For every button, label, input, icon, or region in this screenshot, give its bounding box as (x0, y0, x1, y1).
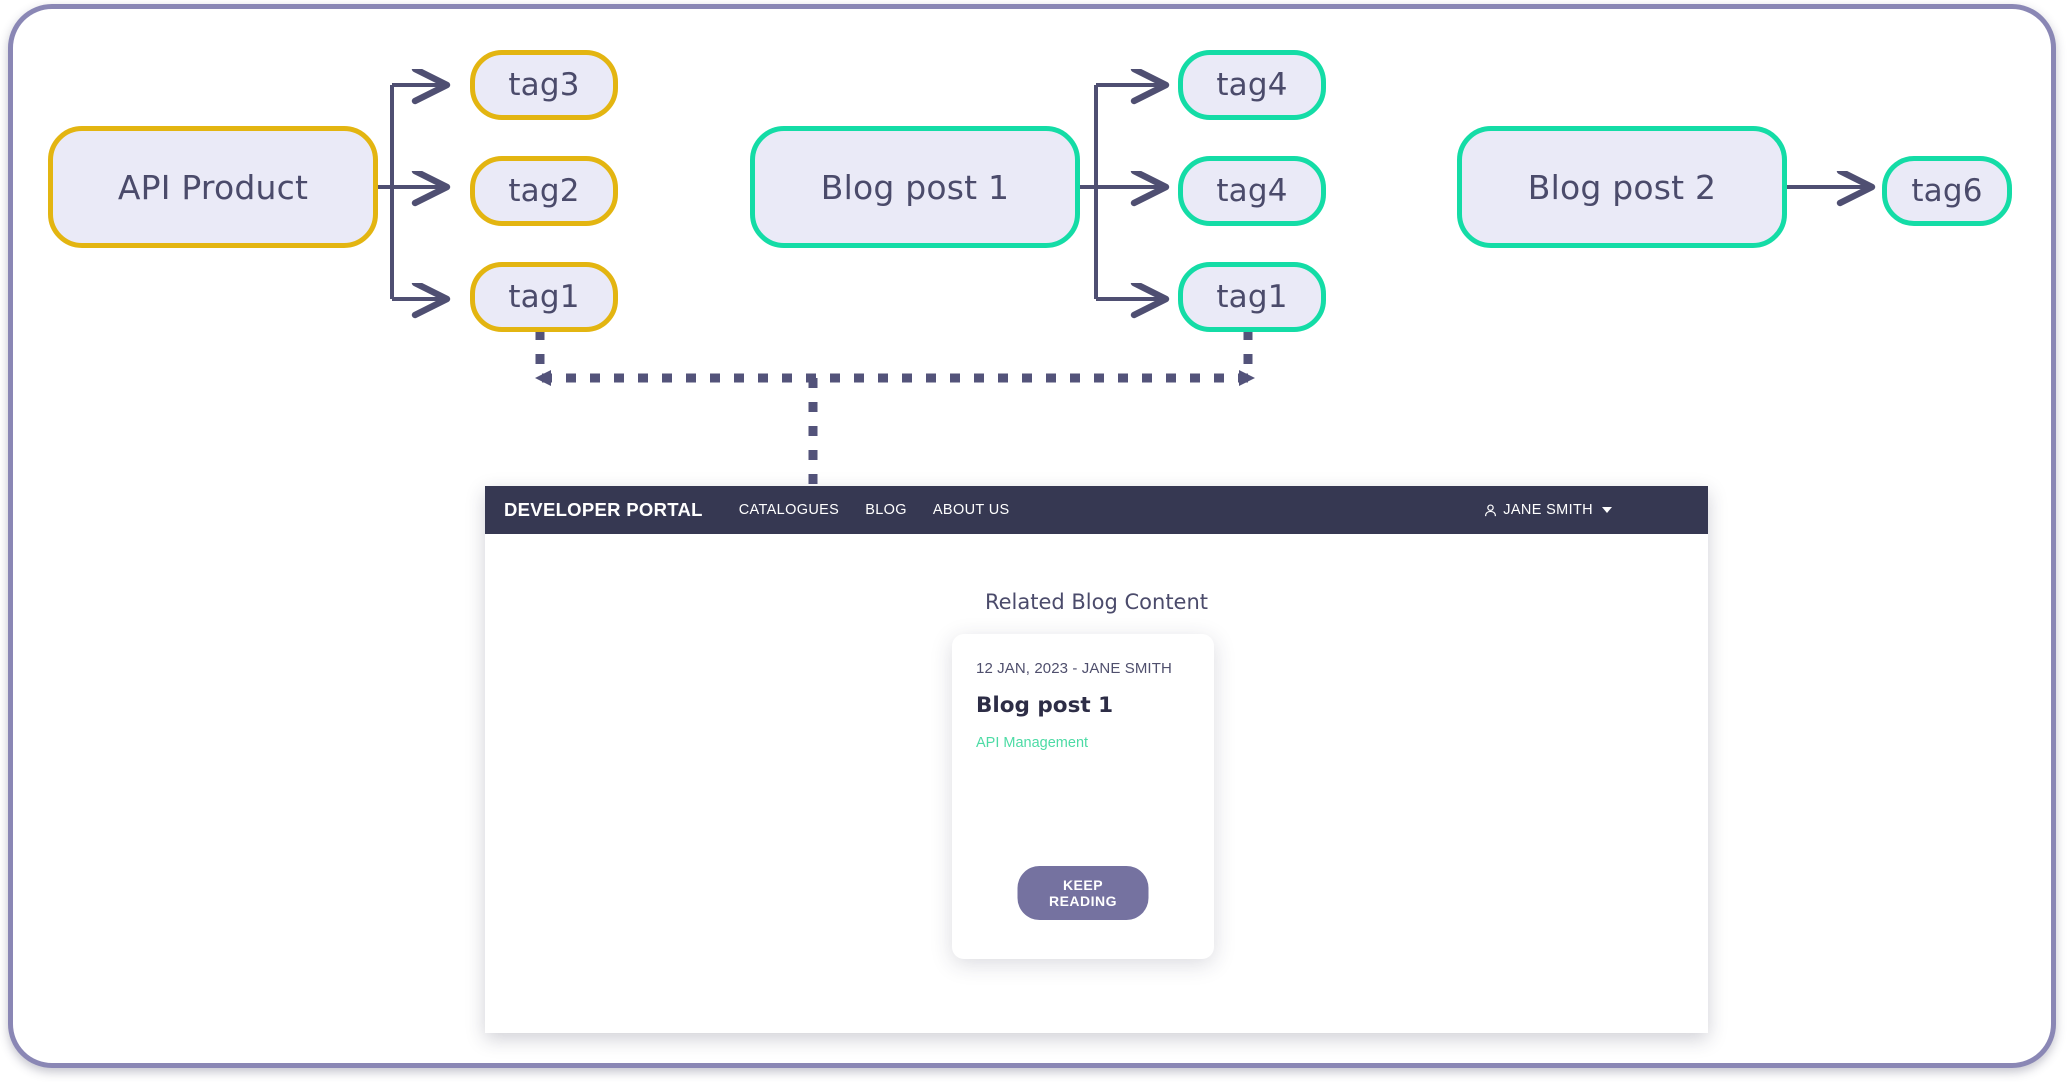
developer-portal-panel: DEVELOPER PORTAL CATALOGUES BLOG ABOUT U… (485, 486, 1708, 1033)
card-meta: 12 JAN, 2023 - JANE SMITH (976, 660, 1172, 677)
nav-item-blog[interactable]: BLOG (865, 502, 907, 518)
node-label: API Product (117, 167, 309, 207)
chevron-down-icon[interactable] (1602, 507, 1612, 513)
node-label: tag2 (508, 173, 580, 209)
portal-header: DEVELOPER PORTAL CATALOGUES BLOG ABOUT U… (485, 486, 1708, 534)
node-tag-blog-post-1-1[interactable]: tag4 (1178, 156, 1326, 226)
keep-reading-button[interactable]: KEEP READING (1017, 866, 1149, 920)
node-label: tag3 (508, 67, 580, 103)
node-label: Blog post 1 (820, 167, 1010, 207)
card-tag-link[interactable]: API Management (976, 735, 1089, 751)
node-tag-blog-post-1-0[interactable]: tag4 (1178, 50, 1326, 120)
node-tag-api-product-1[interactable]: tag2 (470, 156, 618, 226)
node-label: tag1 (1216, 279, 1288, 315)
node-label: tag4 (1216, 173, 1288, 209)
portal-body: Related Blog Content 12 JAN, 2023 - JANE… (485, 534, 1708, 1033)
node-label: Blog post 2 (1527, 167, 1717, 207)
node-label: tag1 (508, 279, 580, 315)
related-blog-content-heading: Related Blog Content (984, 590, 1209, 614)
node-blog-post-2[interactable]: Blog post 2 (1457, 126, 1787, 248)
node-tag-blog-post-1-2[interactable]: tag1 (1178, 262, 1326, 332)
portal-brand[interactable]: DEVELOPER PORTAL (504, 499, 703, 520)
person-icon (1485, 503, 1497, 516)
user-name: JANE SMITH (1503, 502, 1593, 518)
node-tag-api-product-2[interactable]: tag1 (470, 262, 618, 332)
node-blog-post-1[interactable]: Blog post 1 (750, 126, 1080, 248)
card-title: Blog post 1 (976, 693, 1114, 718)
node-api-product[interactable]: API Product (48, 126, 378, 248)
blog-card[interactable]: 12 JAN, 2023 - JANE SMITH Blog post 1 AP… (952, 634, 1214, 959)
user-menu[interactable]: JANE SMITH (1483, 486, 1612, 534)
node-tag-api-product-0[interactable]: tag3 (470, 50, 618, 120)
node-tag-blog-post-2-0[interactable]: tag6 (1882, 156, 2012, 226)
node-label: tag6 (1911, 173, 1983, 209)
nav-item-about-us[interactable]: ABOUT US (932, 502, 1010, 518)
nav-item-catalogues[interactable]: CATALOGUES (738, 502, 840, 518)
node-label: tag4 (1216, 67, 1288, 103)
